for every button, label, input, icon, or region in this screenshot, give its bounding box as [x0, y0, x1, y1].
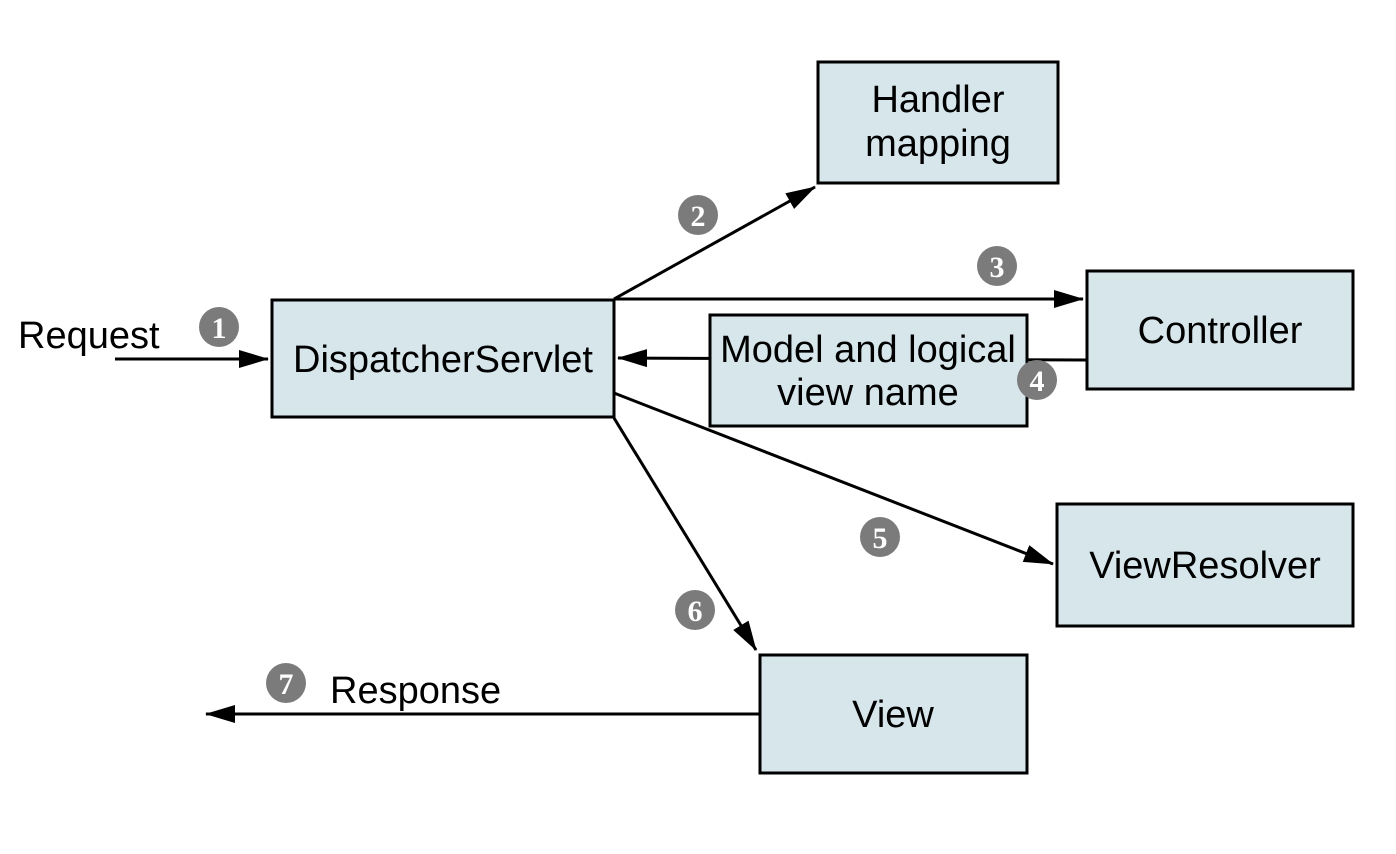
edge-5-dispatcherservlet-to-viewresolver-arrow — [613, 391, 1054, 566]
step-badge-4: 4 — [1017, 360, 1057, 400]
step-badge-4-circle — [1017, 360, 1057, 400]
node-model-and-logical-view-name-label-line2: view name — [777, 372, 959, 414]
edge-6-dispatcherservlet-to-view-arrow — [612, 417, 758, 651]
step-badge-3: 3 — [977, 246, 1017, 286]
step-badge-4-number: 4 — [1030, 365, 1045, 398]
step-badge-2-circle — [678, 195, 718, 235]
step-badge-3-circle — [977, 246, 1017, 286]
step-badge-5-circle — [860, 517, 900, 557]
step-badge-5: 5 — [860, 517, 900, 557]
node-view-label: View — [852, 694, 934, 736]
node-model-and-logical-view-name: Model and logical view name — [708, 313, 1029, 428]
step-badge-6-number: 6 — [688, 595, 703, 628]
node-handler-mapping-label-line2: mapping — [865, 123, 1011, 165]
node-view-resolver: ViewResolver — [1055, 502, 1355, 628]
node-controller-label: Controller — [1138, 310, 1303, 352]
node-model-and-logical-view-name-box — [708, 313, 1029, 428]
edges-layer — [115, 185, 1088, 723]
node-dispatcher-servlet-box — [270, 298, 616, 419]
node-handler-mapping: Handler mapping — [816, 60, 1060, 185]
step-badge-5-number: 5 — [873, 522, 888, 555]
node-model-and-logical-view-name-label-line1: Model and logical — [720, 329, 1016, 371]
step-badge-6: 6 — [675, 590, 715, 630]
node-view-resolver-box — [1055, 502, 1355, 628]
node-dispatcher-servlet: DispatcherServlet — [270, 298, 616, 419]
node-view: View — [758, 653, 1029, 775]
nodes-layer: Handler mapping DispatcherServlet Contro… — [270, 60, 1355, 775]
edge-2-dispatcherservlet-to-handlermapping-arrow — [613, 185, 816, 301]
node-handler-mapping-box — [816, 60, 1060, 185]
node-view-box — [758, 653, 1029, 775]
step-badge-7-number: 7 — [279, 668, 294, 701]
node-controller: Controller — [1085, 269, 1355, 391]
step-badge-1: 1 — [199, 307, 239, 347]
step-badges-layer: 1 2 3 4 5 6 — [199, 195, 1057, 703]
node-dispatcher-servlet-label: DispatcherServlet — [293, 339, 593, 381]
step-badge-2-number: 2 — [691, 200, 706, 233]
node-controller-box — [1085, 269, 1355, 391]
node-view-resolver-label: ViewResolver — [1089, 545, 1321, 587]
response-label: Response — [330, 670, 501, 712]
step-badge-2: 2 — [678, 195, 718, 235]
node-handler-mapping-label-line1: Handler — [871, 79, 1004, 121]
request-label: Request — [18, 315, 160, 357]
step-badge-7-circle — [266, 663, 306, 703]
step-badge-7: 7 — [266, 663, 306, 703]
step-badge-3-number: 3 — [990, 251, 1005, 284]
step-badge-6-circle — [675, 590, 715, 630]
step-badge-1-circle — [199, 307, 239, 347]
flow-labels-layer: Request Response — [18, 315, 501, 712]
step-badge-1-number: 1 — [212, 312, 227, 345]
